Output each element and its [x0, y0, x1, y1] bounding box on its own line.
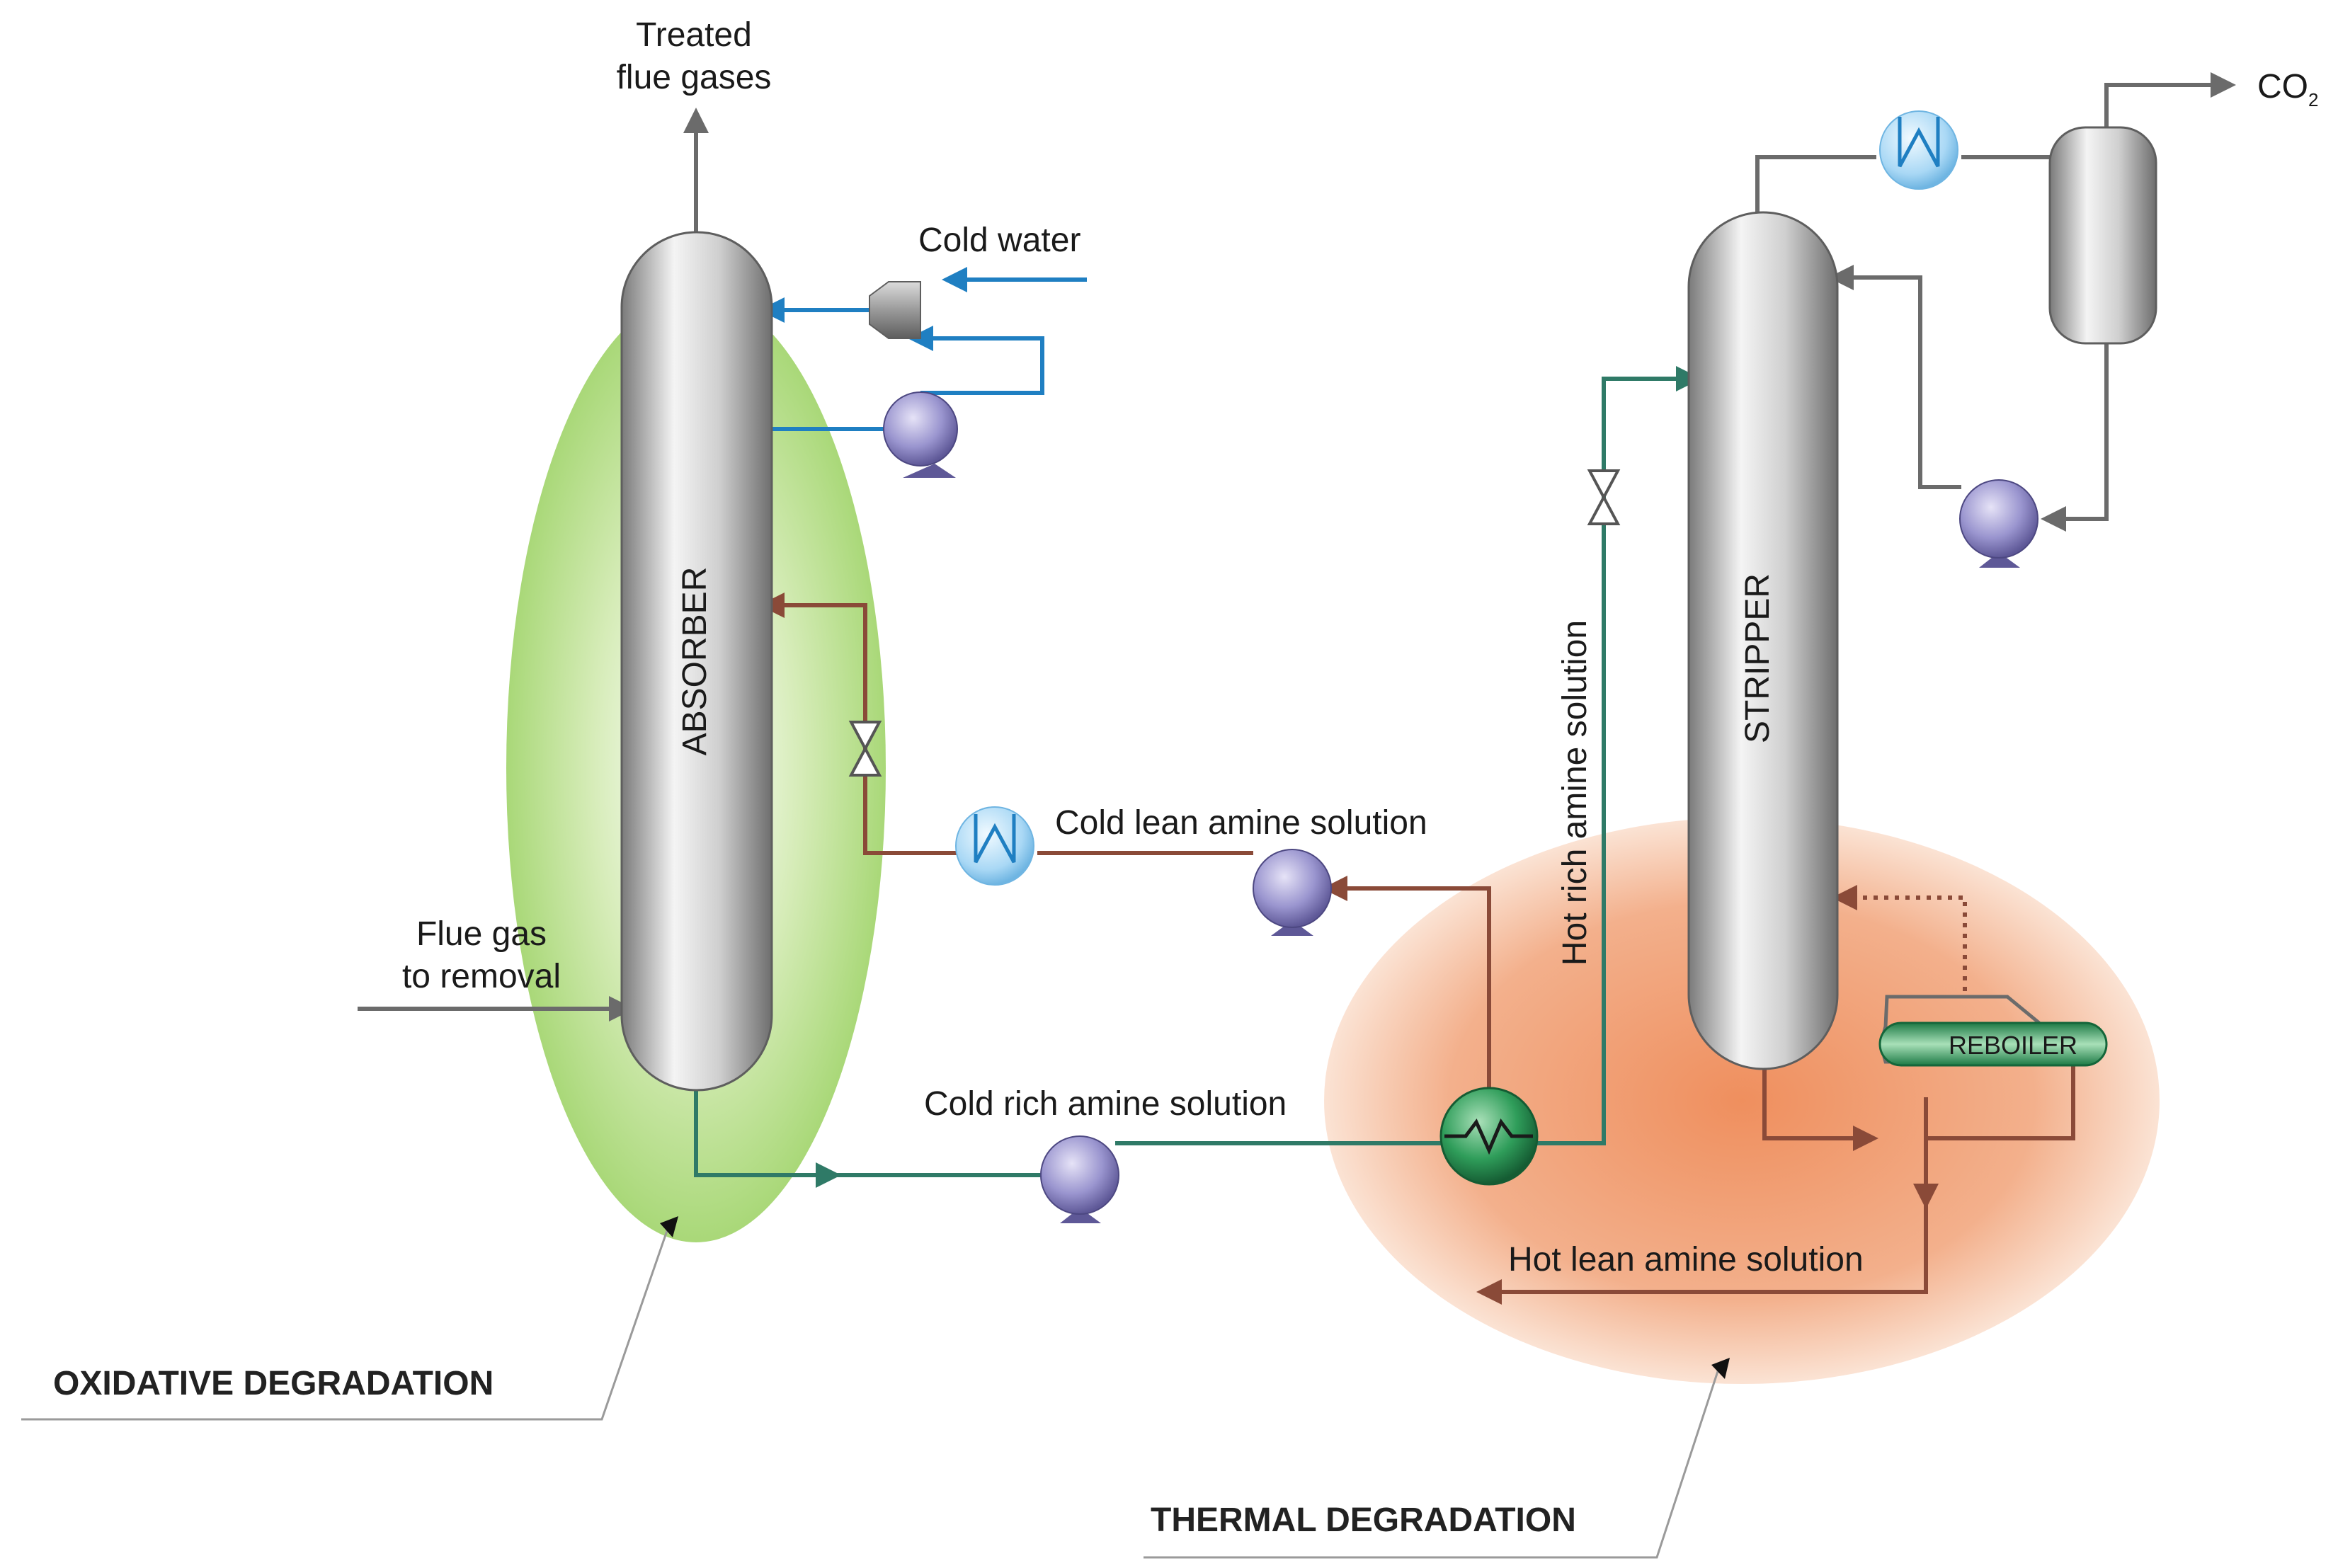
absorber-label: ABSORBER	[676, 567, 714, 756]
thermal-degradation-zone	[1324, 818, 2160, 1384]
co2-label-main: CO	[2257, 68, 2308, 105]
stripper-column	[1687, 211, 1839, 1070]
hot-rich-amine-label: Hot rich amine solution	[1556, 620, 1594, 966]
cooler-icon	[1879, 110, 1958, 190]
valve-icon	[1587, 469, 1621, 525]
reboiler-loop-line	[1913, 1065, 2075, 1209]
pump-icon	[1253, 849, 1332, 936]
co2-label-subscript: 2	[2308, 89, 2318, 110]
drum-bottom-line	[2041, 343, 2109, 532]
absorber-column	[620, 231, 773, 1092]
co2-label: CO2	[2257, 68, 2318, 110]
oxidative-degradation-label: OXIDATIVE DEGRADATION	[53, 1365, 494, 1402]
thermal-callout	[1144, 1362, 1722, 1559]
wash-return-line	[908, 326, 1044, 395]
valve-icon	[848, 721, 882, 777]
steam-dotted-line	[1832, 885, 1967, 991]
thermal-degradation-label: THERMAL DEGRADATION	[1151, 1501, 1576, 1539]
pump-icon	[1040, 1135, 1119, 1223]
cold-water-lines	[759, 267, 1087, 431]
absorber-bottom-line	[694, 1090, 841, 1188]
gas-lines	[358, 72, 2236, 1022]
stripper-overhead-line	[1755, 155, 1876, 212]
stripper-label: STRIPPER	[1739, 573, 1777, 743]
treated-gases-label-line1: Treated	[636, 16, 752, 54]
cold-lean-amine-label: Cold lean amine solution	[1055, 804, 1427, 842]
thermal-callout-arrow	[1711, 1358, 1730, 1379]
hot-rich-line	[1526, 366, 1701, 1145]
co2-outlet-line	[2104, 72, 2236, 127]
reboiler-label: REBOILER	[1949, 1031, 2077, 1060]
cold-water-label: Cold water	[918, 222, 1080, 259]
cold-rich-amine-label: Cold rich amine solution	[924, 1085, 1287, 1123]
heat-exchanger-icon	[1439, 1087, 1539, 1186]
pump-icon	[1959, 479, 2038, 568]
flue-gas-label-line2: to removal	[402, 958, 561, 995]
cooler-icon	[955, 806, 1034, 886]
oxidative-callout-arrow	[660, 1216, 678, 1237]
stripper-bottom-line	[1762, 1069, 1878, 1151]
reboiler: REBOILER	[1878, 995, 2108, 1067]
reflux-drum	[2048, 126, 2157, 345]
cold-water-nozzle	[869, 281, 921, 339]
pump-icon	[883, 391, 958, 478]
reflux-line	[1828, 265, 1961, 489]
flue-gas-label-line1: Flue gas	[416, 915, 547, 953]
hx-to-lean-pump-line	[1322, 876, 1491, 1175]
treated-gases-label-line2: flue gases	[617, 59, 772, 96]
rich-amine-lines	[694, 366, 1701, 1188]
hot-lean-amine-label: Hot lean amine solution	[1508, 1241, 1864, 1278]
oxidative-callout	[21, 1224, 671, 1421]
